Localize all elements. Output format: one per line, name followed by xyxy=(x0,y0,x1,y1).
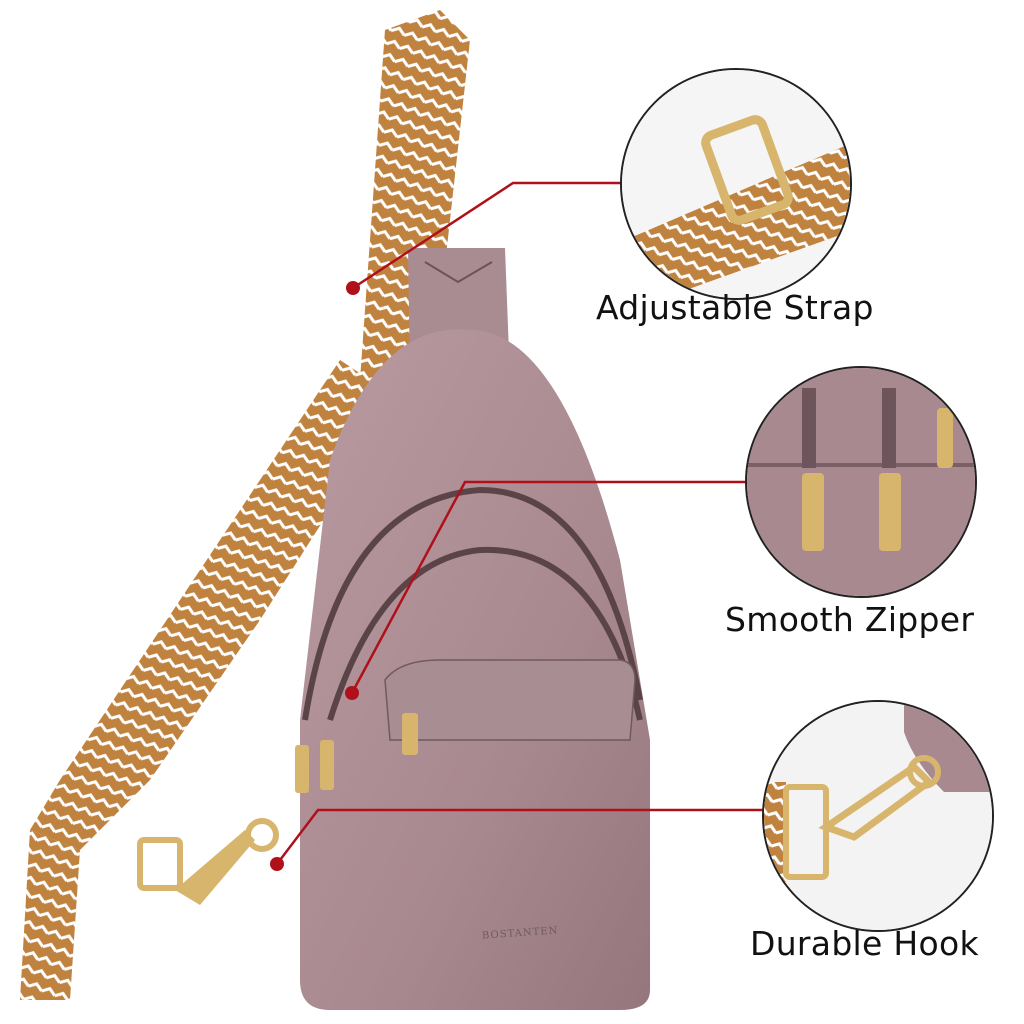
strap-buckle-icon xyxy=(622,70,850,298)
hook-icon xyxy=(764,702,992,930)
zipper-icon xyxy=(747,368,975,596)
swivel-hook xyxy=(175,830,255,905)
callout-label-smooth-zipper: Smooth Zipper xyxy=(725,600,975,639)
detail-circle-zipper xyxy=(745,366,977,598)
zipper-pull xyxy=(402,713,418,755)
front-pocket-flap xyxy=(384,659,636,741)
strap xyxy=(360,10,470,420)
hook-dot xyxy=(270,857,284,871)
detail-circle-hook xyxy=(762,700,994,932)
leader-lines xyxy=(276,181,765,865)
strap-dot xyxy=(346,281,360,295)
strap-ring xyxy=(137,837,183,891)
zipper-pull xyxy=(320,740,334,790)
callout-label-durable-hook: Durable Hook xyxy=(750,924,979,963)
callout-label-adjustable-strap: Adjustable Strap xyxy=(596,288,874,327)
strap-lower xyxy=(30,360,400,850)
zipper-pull xyxy=(295,745,309,793)
detail-circle-strap xyxy=(620,68,852,300)
zipper-dot xyxy=(345,686,359,700)
